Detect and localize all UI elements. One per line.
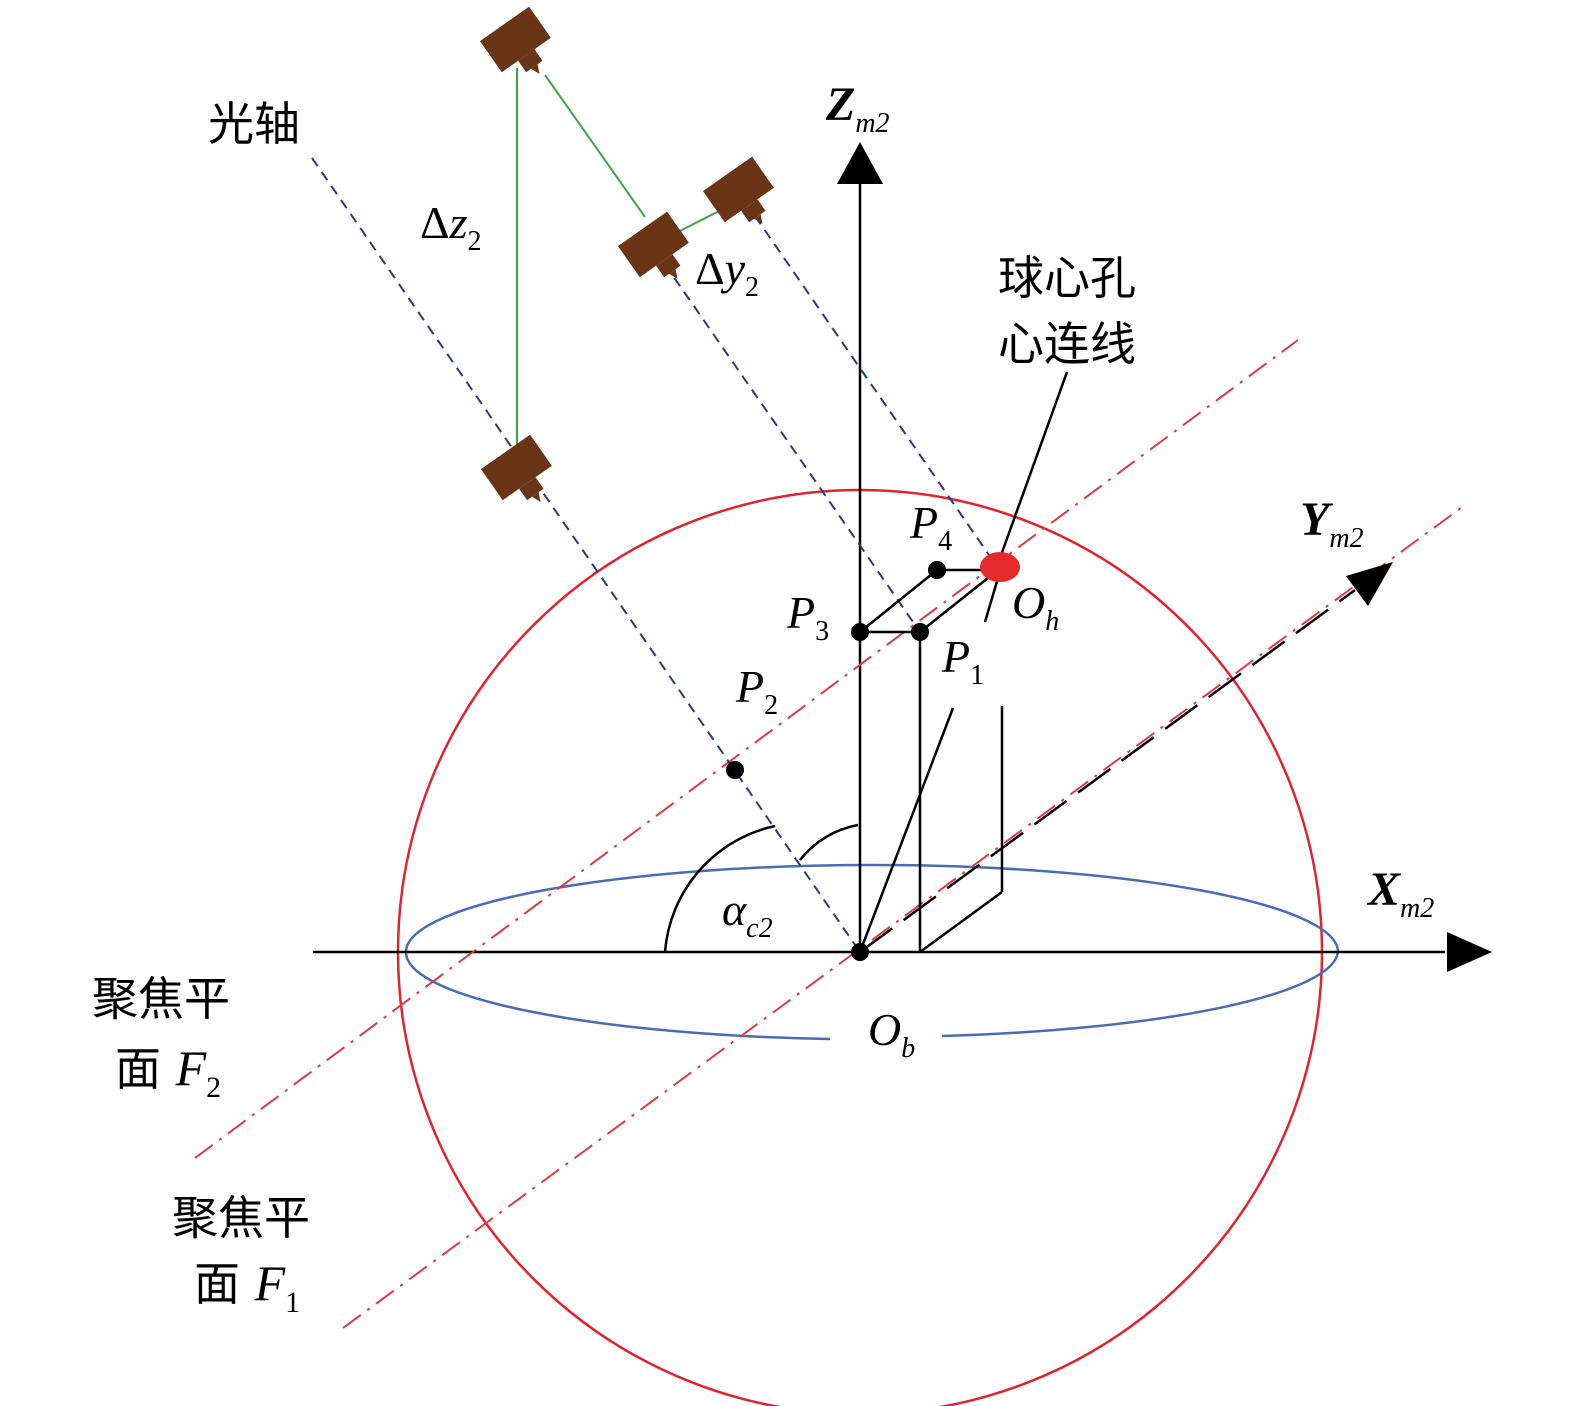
focal-f2-label-2: 面 F2 xyxy=(115,1040,221,1104)
focal-f1-label-2: 面 F1 xyxy=(194,1255,300,1319)
dz-label: Δz2 xyxy=(420,197,482,257)
p3-label: P3 xyxy=(786,587,829,647)
focal-plane-f1-line xyxy=(342,504,1466,1329)
point-p2 xyxy=(726,761,744,779)
z-axis-arrow xyxy=(837,142,883,184)
camera-middle xyxy=(617,211,703,297)
base-diagonal-line xyxy=(919,890,1003,954)
y-axis-label: Ym2 xyxy=(1300,493,1364,554)
dy-offset-line xyxy=(544,74,646,218)
focal-f2-label-1: 聚焦平 xyxy=(92,972,230,1026)
y-axis-arrow xyxy=(1346,562,1393,606)
p3-p4-line xyxy=(859,569,938,633)
ob-p1-pointer xyxy=(858,707,955,953)
p1-label: P1 xyxy=(941,631,984,691)
p4-label: P4 xyxy=(909,497,952,557)
oh-label: Oh xyxy=(1012,577,1059,637)
optical-axis-line-3 xyxy=(754,215,999,569)
point-p4 xyxy=(928,561,946,579)
alpha-angle-label: αc2 xyxy=(722,884,773,944)
dy-offset-line-2 xyxy=(671,207,726,236)
p2-label: P2 xyxy=(735,661,778,721)
equator-ellipse xyxy=(404,863,1340,1041)
z-axis-label: Zm2 xyxy=(825,78,890,139)
hole-line-label-2: 心连线 xyxy=(998,317,1136,371)
p1-oh-line xyxy=(919,569,999,633)
dy-label: Δy2 xyxy=(695,243,759,303)
oh-pointer-line xyxy=(983,577,1000,623)
alpha-angle-arc xyxy=(663,824,776,953)
point-p1 xyxy=(911,623,929,641)
point-ob xyxy=(851,943,869,961)
hole-center-oh xyxy=(980,552,1020,582)
hole-line-label-1: 球心孔 xyxy=(998,251,1136,305)
optical-axis-line-1 xyxy=(311,157,861,953)
focal-f1-label-1: 聚焦平 xyxy=(172,1191,310,1245)
point-p3 xyxy=(851,623,869,641)
camera-right xyxy=(702,156,788,242)
zenith-angle-arc xyxy=(799,823,859,861)
camera-bottom xyxy=(480,434,566,520)
optical-axis-line-2 xyxy=(654,249,921,633)
focal-plane-f2-line xyxy=(194,339,1299,1159)
x-axis-label: Xm2 xyxy=(1366,863,1434,924)
hole-line-pointer xyxy=(998,371,1069,559)
ob-label: Ob xyxy=(868,1004,915,1064)
x-axis-arrow xyxy=(1447,932,1492,972)
camera-top xyxy=(479,6,565,92)
y-axis-line xyxy=(859,588,1356,954)
optical-axis-label: 光轴 xyxy=(208,97,300,151)
